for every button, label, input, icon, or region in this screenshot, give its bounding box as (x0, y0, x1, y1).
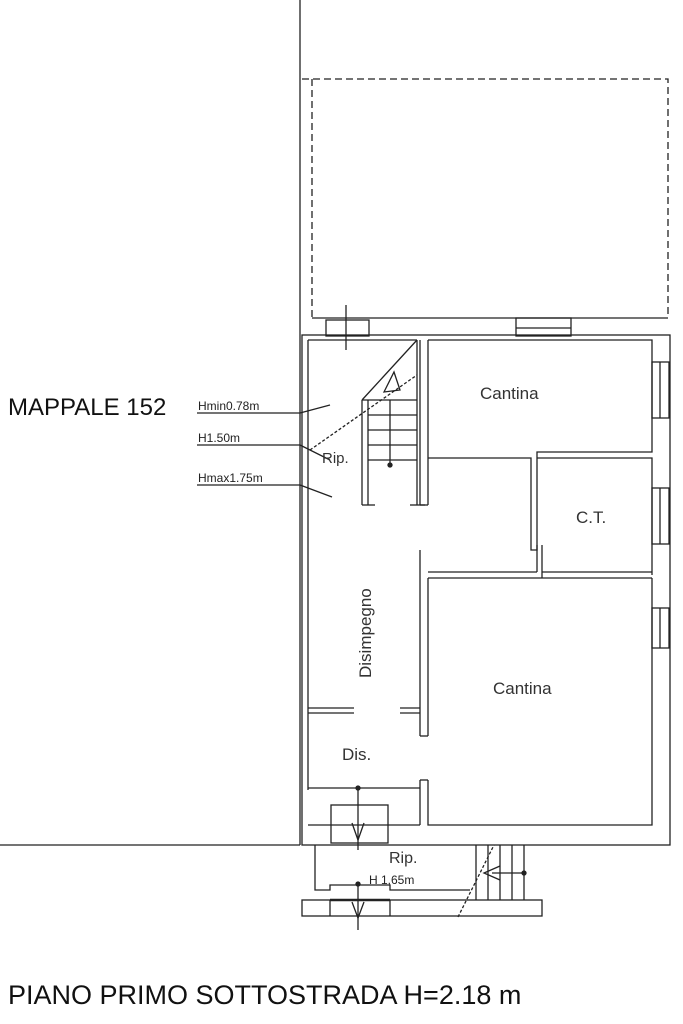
height-note-mid: H1.50m (198, 431, 241, 445)
room-ct: C.T. (576, 508, 607, 527)
room-cantina-bottom: Cantina (493, 679, 552, 698)
room-disimpegno: Disimpegno (356, 588, 375, 678)
parcel-label: MAPPALE 152 (8, 394, 167, 421)
window (325, 319, 370, 337)
bottom-slab (301, 899, 543, 917)
entry-step (330, 804, 389, 844)
window (515, 317, 572, 337)
room-dis: Dis. (342, 745, 372, 764)
dashed-outline (302, 78, 669, 318)
room-rip-stair: Rip. (322, 450, 349, 467)
room-rip-bottom: Rip. (389, 850, 418, 867)
outer-wall (301, 334, 671, 846)
height-note-max: Hmax1.75m (198, 471, 263, 485)
height-note-min: Hmin0.78m (198, 399, 260, 413)
cantina-top-wall (428, 339, 653, 551)
plan-title: PIANO PRIMO SOTTOSTRADA H=2.18 m (8, 980, 522, 1010)
bottom-storage-height: H 1,65m (369, 873, 415, 887)
room-cantina-top: Cantina (480, 384, 539, 403)
